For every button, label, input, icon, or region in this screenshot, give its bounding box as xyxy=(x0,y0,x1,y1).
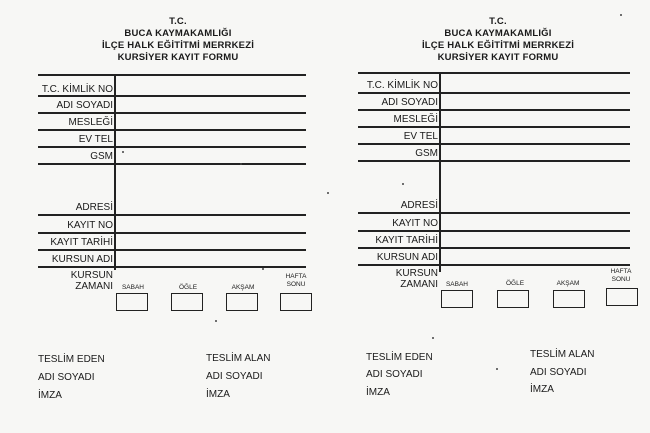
scan-speck xyxy=(240,163,242,165)
row-rule xyxy=(38,129,306,131)
row-rule xyxy=(38,163,306,165)
sonu-line: SONU xyxy=(611,276,631,283)
checkbox-ogle[interactable] xyxy=(171,293,203,311)
row-rule xyxy=(358,143,630,145)
scan-speck xyxy=(215,320,217,322)
table-top-rule xyxy=(38,74,306,76)
row-rule xyxy=(38,214,306,216)
teslim-eden-imza: İMZA xyxy=(366,387,390,398)
row-rule xyxy=(358,160,630,162)
row-rule xyxy=(38,146,306,148)
field-label-meslegi: MESLEĞİ xyxy=(393,114,438,125)
field-label-kayit-tarihi: KAYIT TARİHİ xyxy=(50,237,113,248)
form-header-kaymakamlik: BUCA KAYMAKAMLIĞI xyxy=(124,28,232,39)
kursun-line: KURSUN xyxy=(395,268,438,279)
teslim-alan-imza: İMZA xyxy=(206,389,230,400)
teslim-alan-imza: İMZA xyxy=(530,384,554,395)
checkbox-hafta-sonu[interactable] xyxy=(606,288,638,306)
checkbox-aksam[interactable] xyxy=(226,293,258,311)
slot-label-aksam: AKŞAM xyxy=(231,284,255,291)
checkbox-hafta-sonu[interactable] xyxy=(280,293,312,311)
slot-label-sabah: SABAH xyxy=(121,284,145,291)
sonu-line: SONU xyxy=(286,281,306,288)
checkbox-sabah[interactable] xyxy=(441,290,473,308)
label-column-divider xyxy=(114,75,116,270)
row-rule xyxy=(358,126,630,128)
field-label-kayit-no: KAYIT NO xyxy=(392,218,438,229)
field-label-kursun-adi: KURSUN ADI xyxy=(51,254,113,265)
field-label-gsm: GSM xyxy=(90,151,113,162)
form-header-merkez: İLÇE HALK EĞİTİTMİ MERRKEZİ xyxy=(421,40,575,51)
checkbox-sabah[interactable] xyxy=(116,293,148,311)
table-top-rule xyxy=(358,72,630,74)
form-header-form-title: KURSİYER KAYIT FORMU xyxy=(117,52,239,63)
teslim-alan-label: TESLİM ALAN xyxy=(530,349,595,360)
teslim-eden-adi-soyadi: ADI SOYADI xyxy=(38,372,95,383)
scan-speck xyxy=(402,183,404,185)
row-rule xyxy=(38,249,306,251)
checkbox-ogle[interactable] xyxy=(497,290,529,308)
teslim-alan-adi-soyadi: ADI SOYADI xyxy=(530,367,587,378)
field-label-kayit-no: KAYIT NO xyxy=(67,220,113,231)
field-label-gsm: GSM xyxy=(415,148,438,159)
teslim-eden-label: TESLİM EDEN xyxy=(366,352,433,363)
slot-label-sabah: SABAH xyxy=(445,281,469,288)
scan-speck xyxy=(496,368,498,370)
hafta-line: HAFTA xyxy=(610,268,632,275)
form-header-form-title: KURSİYER KAYIT FORMU xyxy=(437,52,559,63)
field-label-kursun-zamani: KURSUN ZAMANI xyxy=(353,268,438,290)
row-rule xyxy=(358,212,630,214)
slot-label-aksam: AKŞAM xyxy=(556,280,580,287)
registration-form-left: T.C. BUCA KAYMAKAMLIĞI İLÇE HALK EĞİTİTM… xyxy=(28,0,328,433)
form-header-tc: T.C. xyxy=(169,16,187,27)
row-rule xyxy=(38,112,306,114)
checkbox-aksam[interactable] xyxy=(553,290,585,308)
teslim-alan-label: TESLİM ALAN xyxy=(206,353,271,364)
row-rule xyxy=(358,230,630,232)
row-rule xyxy=(358,109,630,111)
field-label-tc-kimlik-no: T.C. KİMLİK NO xyxy=(41,84,113,95)
slot-label-hafta-sonu: HAFTA SONU xyxy=(279,273,313,289)
scan-speck xyxy=(327,192,329,194)
field-label-ev-tel: EV TEL xyxy=(78,134,113,145)
row-rule xyxy=(358,247,630,249)
zamani-line: ZAMANI xyxy=(75,281,113,292)
row-rule xyxy=(38,232,306,234)
teslim-eden-label: TESLİM EDEN xyxy=(38,354,105,365)
teslim-eden-adi-soyadi: ADI SOYADI xyxy=(366,369,423,380)
teslim-eden-imza: İMZA xyxy=(38,390,62,401)
kursun-line: KURSUN xyxy=(70,270,113,281)
slot-label-hafta-sonu: HAFTA SONU xyxy=(604,268,638,284)
form-header-merkez: İLÇE HALK EĞİTİTMİ MERRKEZİ xyxy=(101,40,255,51)
zamani-line: ZAMANI xyxy=(400,279,438,290)
row-rule xyxy=(358,92,630,94)
field-label-adresi: ADRESİ xyxy=(400,200,438,211)
teslim-alan-adi-soyadi: ADI SOYADI xyxy=(206,371,263,382)
scan-speck xyxy=(122,151,124,153)
scan-speck xyxy=(432,337,434,339)
scan-speck xyxy=(262,268,264,270)
field-label-kayit-tarihi: KAYIT TARİHİ xyxy=(375,235,438,246)
field-label-adi-soyadi: ADI SOYADI xyxy=(56,100,114,111)
field-label-kursun-adi: KURSUN ADI xyxy=(376,252,438,263)
field-label-kursun-zamani: KURSUN ZAMANI xyxy=(28,270,113,292)
scan-speck xyxy=(620,14,622,16)
field-label-adresi: ADRESİ xyxy=(75,202,113,213)
form-header-tc: T.C. xyxy=(489,16,507,27)
registration-form-right: T.C. BUCA KAYMAKAMLIĞI İLÇE HALK EĞİTİTM… xyxy=(348,0,648,433)
slot-label-ogle: ÖĞLE xyxy=(505,280,525,287)
field-label-meslegi: MESLEĞİ xyxy=(68,117,113,128)
field-label-ev-tel: EV TEL xyxy=(403,131,438,142)
slot-label-ogle: ÖĞLE xyxy=(178,284,198,291)
row-rule xyxy=(38,95,306,97)
field-label-adi-soyadi: ADI SOYADI xyxy=(381,97,439,108)
form-header-kaymakamlik: BUCA KAYMAKAMLIĞI xyxy=(444,28,552,39)
field-label-tc-kimlik-no: T.C. KİMLİK NO xyxy=(366,80,438,91)
row-rule xyxy=(358,264,630,266)
hafta-line: HAFTA xyxy=(285,273,307,280)
label-column-divider xyxy=(439,73,441,272)
row-rule xyxy=(38,266,306,268)
